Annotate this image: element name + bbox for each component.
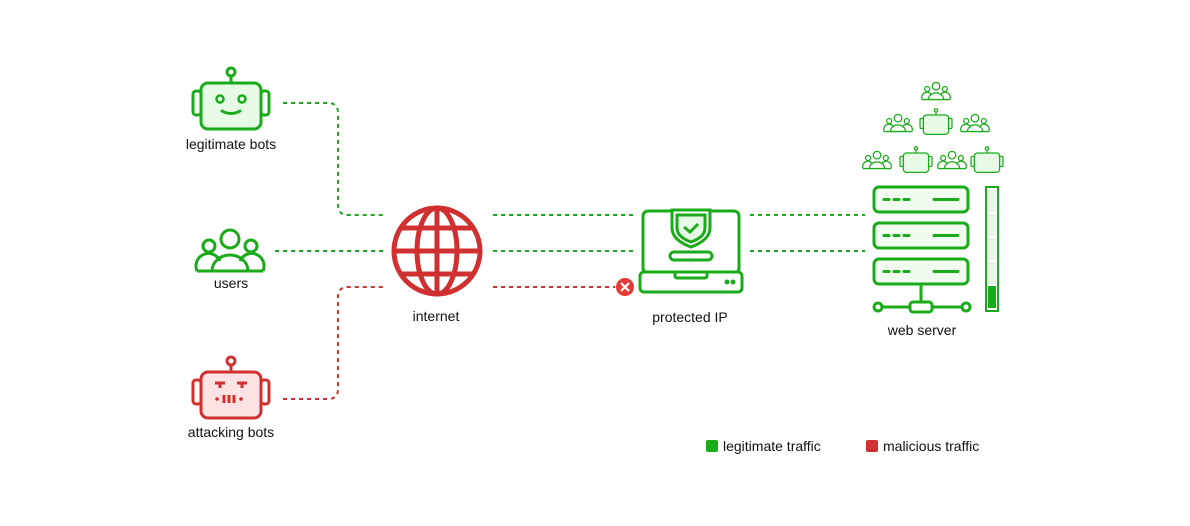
legend: legitimate traffic malicious traffic	[706, 438, 979, 454]
internet-globe-icon	[391, 205, 483, 297]
incoming-crowd	[862, 81, 1004, 173]
line-legitimate-bots-to-internet	[283, 102, 383, 216]
server-load-bar	[985, 186, 999, 312]
users-icon	[883, 113, 913, 133]
legitimate-bots-label: legitimate bots	[186, 136, 276, 152]
legend-swatch-malicious	[866, 440, 878, 452]
users-label: users	[214, 275, 248, 291]
load-bar-segment	[988, 214, 996, 236]
legitimate-bot-icon	[899, 146, 933, 173]
protected-ip-label: protected IP	[652, 309, 728, 325]
blocked-x-icon	[616, 278, 634, 296]
attacking-bot-icon	[191, 355, 271, 420]
attacking-bots-label: attacking bots	[188, 424, 274, 440]
line-attacking-bots-to-internet	[283, 286, 383, 400]
users-icon	[862, 150, 892, 170]
users-icon	[960, 113, 990, 133]
load-bar-segment	[988, 190, 996, 212]
users-icon	[921, 81, 951, 101]
legitimate-bot-icon	[919, 108, 953, 135]
web-server-icon	[872, 185, 972, 314]
legend-label-legitimate: legitimate traffic	[723, 438, 821, 454]
legitimate-bot-icon	[191, 66, 271, 131]
load-bar-segment	[988, 238, 996, 260]
users-icon	[194, 228, 266, 273]
users-icon	[937, 150, 967, 170]
legend-label-malicious: malicious traffic	[883, 438, 979, 454]
load-bar-segment	[988, 286, 996, 308]
web-server-label: web server	[887, 322, 957, 338]
legend-swatch-legitimate	[706, 440, 718, 452]
internet-label: internet	[413, 308, 460, 324]
load-bar-segment	[988, 262, 996, 284]
legitimate-bot-icon	[970, 146, 1004, 173]
protected-ip-laptop-icon	[638, 208, 744, 294]
